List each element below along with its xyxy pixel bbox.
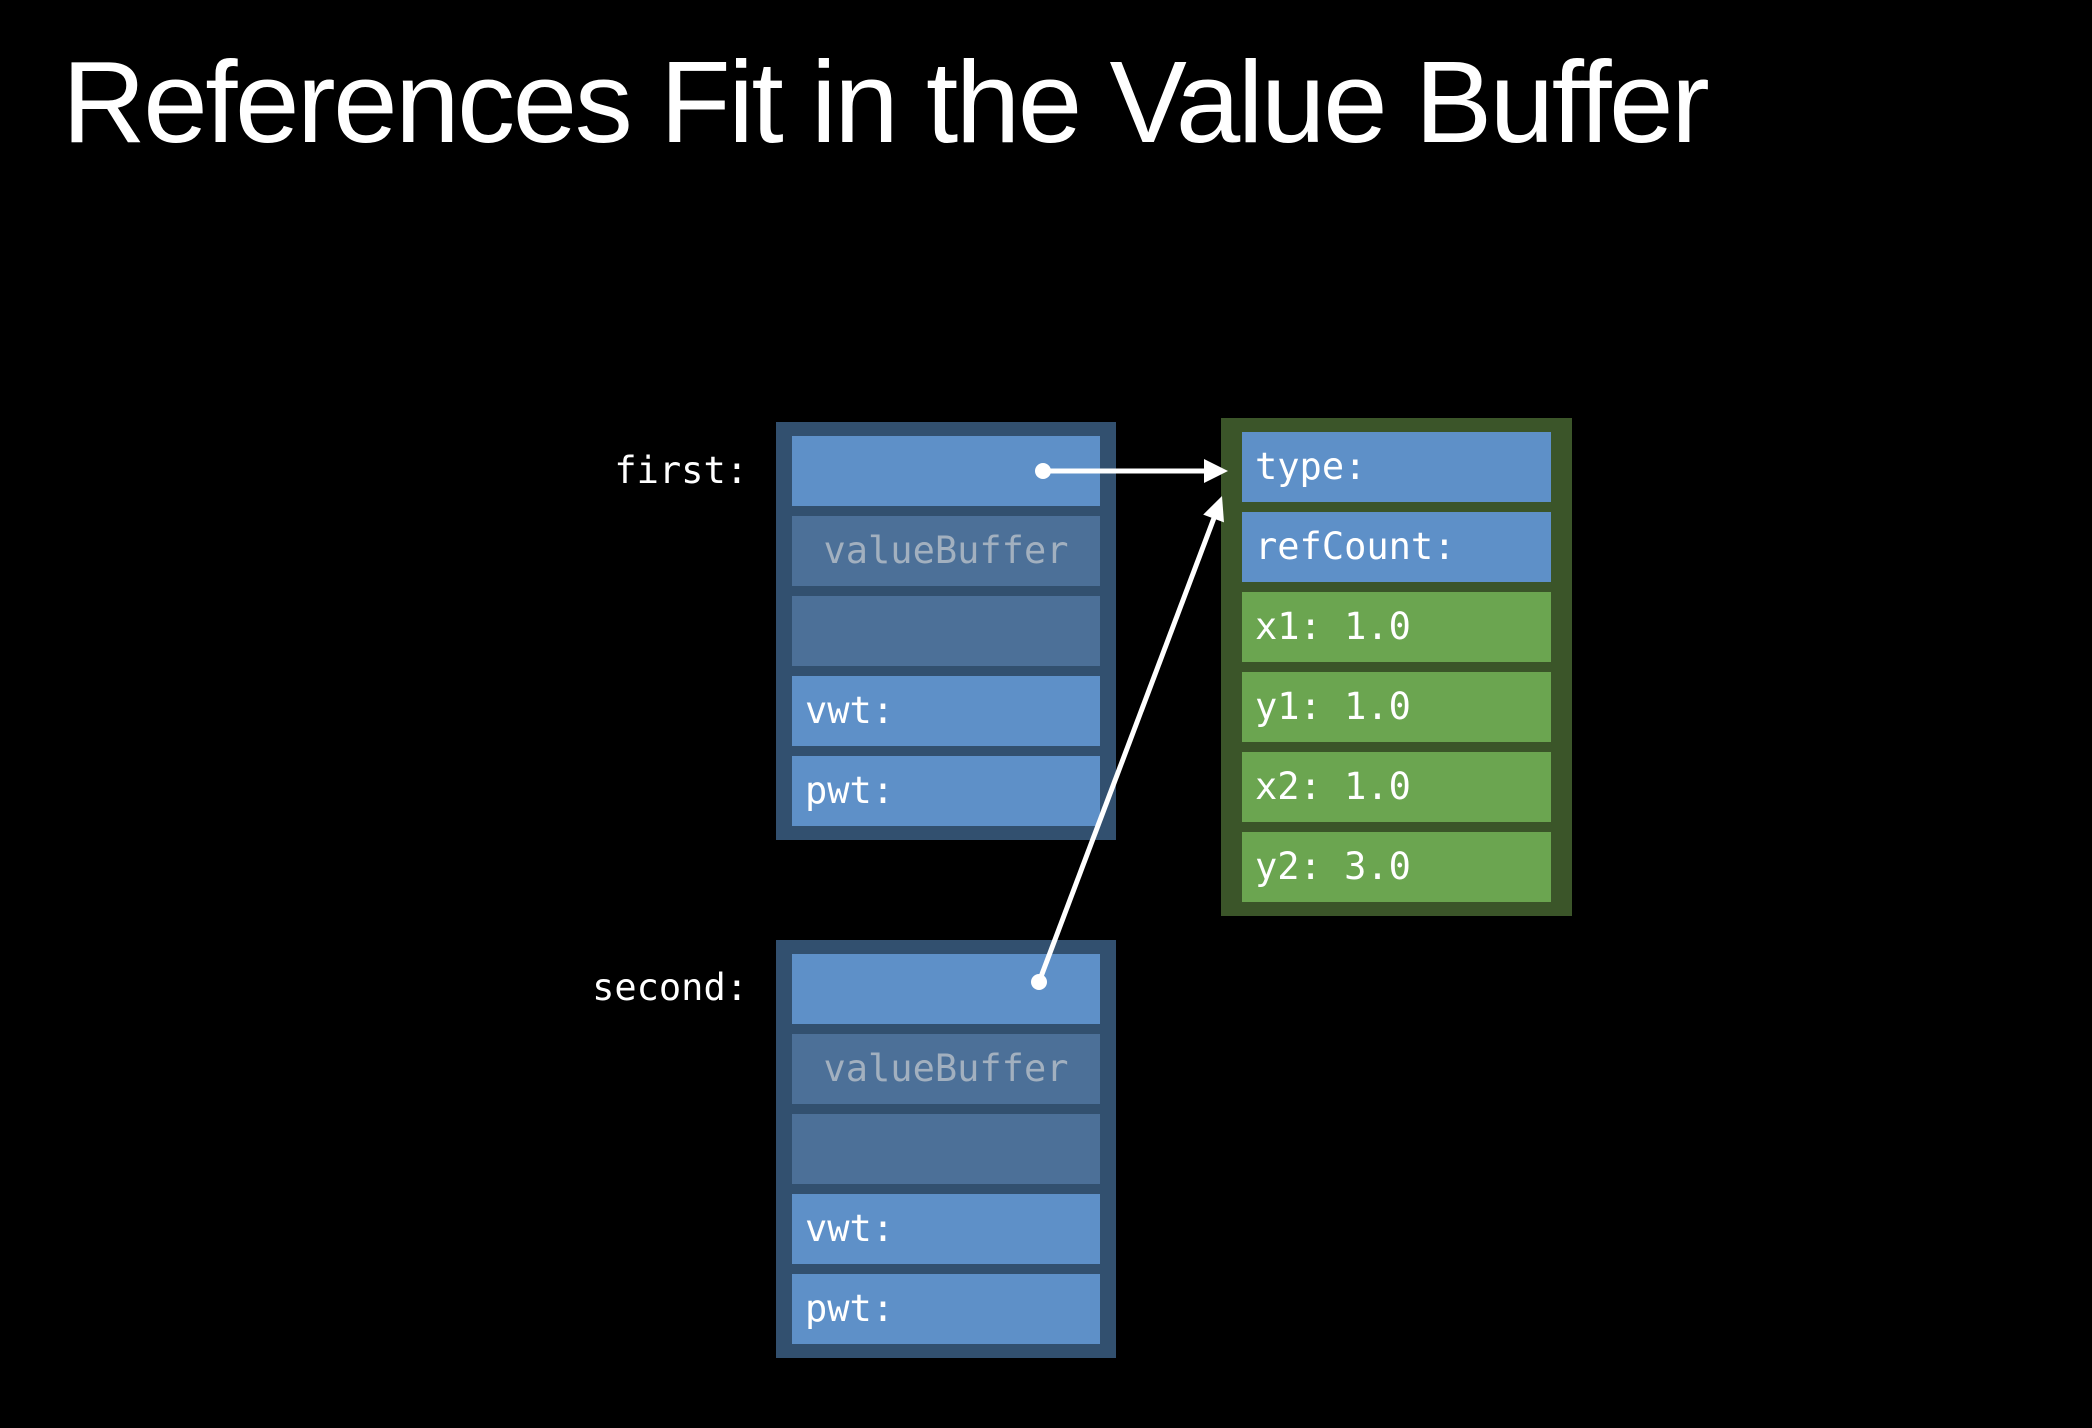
row-text: valueBuffer (823, 529, 1069, 572)
row-text: valueBuffer (823, 1047, 1069, 1090)
row-type: type: (1242, 432, 1551, 502)
row-buffer-empty (792, 1114, 1100, 1184)
row-pwt: pwt: (792, 1274, 1100, 1344)
existential-container-second: valueBuffer vwt: pwt: (776, 940, 1116, 1358)
row-text: x2: 1.0 (1255, 765, 1411, 808)
row-text: pwt: (805, 1287, 895, 1330)
variable-label-second: second: (592, 966, 748, 1009)
row-value-buffer-label: valueBuffer (792, 516, 1100, 586)
row-text: y2: 3.0 (1255, 845, 1411, 888)
heap-object-box: type: refCount: x1: 1.0 y1: 1.0 x2: 1.0 … (1221, 418, 1572, 916)
row-pwt: pwt: (792, 756, 1100, 826)
row-x2: x2: 1.0 (1242, 752, 1551, 822)
row-refcount: refCount: (1242, 512, 1551, 582)
row-y2: y2: 3.0 (1242, 832, 1551, 902)
row-vwt: vwt: (792, 676, 1100, 746)
row-text: type: (1255, 445, 1367, 488)
row-text: x1: 1.0 (1255, 605, 1411, 648)
existential-container-first: valueBuffer vwt: pwt: (776, 422, 1116, 840)
row-value-buffer-label: valueBuffer (792, 1034, 1100, 1104)
variable-label-first: first: (614, 449, 748, 492)
row-text: refCount: (1255, 525, 1456, 568)
row-x1: x1: 1.0 (1242, 592, 1551, 662)
slide-title: References Fit in the Value Buffer (62, 37, 1710, 167)
row-text: y1: 1.0 (1255, 685, 1411, 728)
row-text: pwt: (805, 769, 895, 812)
row-text: vwt: (805, 1207, 895, 1250)
row-text: vwt: (805, 689, 895, 732)
row-buffer-empty (792, 596, 1100, 666)
row-reference-slot (792, 436, 1100, 506)
row-y1: y1: 1.0 (1242, 672, 1551, 742)
row-vwt: vwt: (792, 1194, 1100, 1264)
row-reference-slot (792, 954, 1100, 1024)
